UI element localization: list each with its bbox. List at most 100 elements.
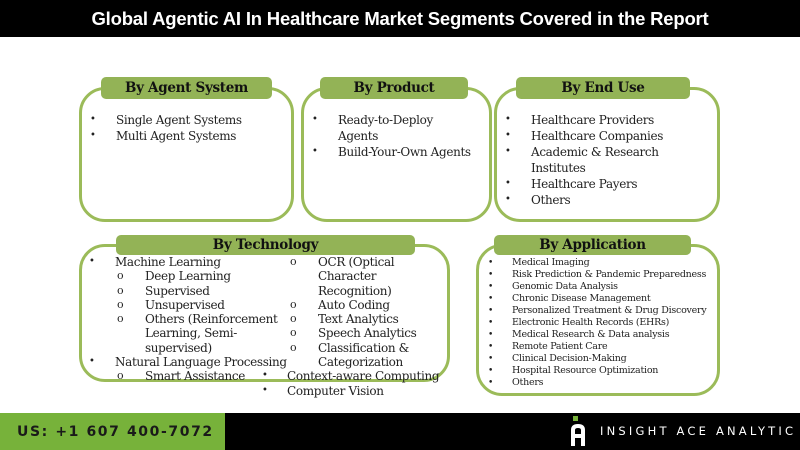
application-list: •Medical Imaging •Risk Prediction & Pand…	[488, 257, 718, 389]
bullet-icon: •	[488, 318, 494, 328]
technology-box	[79, 244, 450, 382]
application-tab: By Application	[494, 235, 691, 255]
sub-bullet-icon: o	[290, 297, 297, 311]
product-tab: By Product	[320, 77, 468, 99]
sub-list-item-continuation: Categorization	[318, 355, 403, 370]
sub-bullet-icon: o	[117, 269, 124, 283]
sub-list-item-continuation: supervised)	[145, 340, 212, 355]
application-title: By Application	[539, 237, 646, 253]
list-item: •Single Agent Systems	[90, 113, 242, 127]
list-item: •Hospital Resource Optimization	[488, 365, 659, 376]
agent-system-box	[79, 87, 294, 222]
list-item: •Genomic Data Analysis	[488, 281, 618, 292]
sub-bullet-icon: o	[117, 283, 124, 297]
bullet-icon: •	[505, 146, 511, 157]
list-item: •Academic & Research	[505, 145, 659, 159]
bullet-icon: •	[505, 114, 511, 125]
list-item: •Context-aware Computing	[262, 369, 440, 384]
bullet-icon: •	[488, 294, 494, 304]
list-item: •Medical Imaging	[488, 257, 590, 268]
end-use-title: By End Use	[561, 80, 645, 96]
sub-bullet-icon: o	[117, 369, 124, 383]
list-item: •Computer Vision	[262, 383, 384, 398]
technology-title: By Technology	[212, 237, 319, 253]
list-item-continuation: Agents	[338, 129, 379, 143]
technology-tab: By Technology	[116, 235, 415, 255]
list-item: •Machine Learning	[89, 255, 221, 269]
list-item: •Remote Patient Care	[488, 341, 608, 352]
list-item: •Electronic Health Records (EHRs)	[488, 317, 670, 328]
bullet-icon: •	[488, 378, 494, 388]
sub-list-item-continuation: Recognition)	[318, 283, 392, 298]
agent-system-title: By Agent System	[124, 80, 248, 96]
bullet-icon: •	[312, 114, 318, 125]
title-bar: Global Agentic AI In Healthcare Market S…	[0, 0, 800, 37]
list-item: •Medical Research & Data analysis	[488, 329, 670, 340]
list-item: •Healthcare Companies	[505, 129, 664, 143]
end-use-list: •Healthcare Providers •Healthcare Compan…	[505, 112, 715, 208]
sub-bullet-icon: o	[117, 312, 124, 326]
bullet-icon: •	[262, 370, 268, 382]
agent-system-list: •Single Agent Systems •Multi Agent Syste…	[90, 112, 285, 144]
product-title: By Product	[353, 80, 435, 96]
list-item: •Multi Agent Systems	[90, 129, 237, 143]
end-use-tab: By End Use	[516, 77, 690, 99]
list-item: •Natural Language Processing	[89, 355, 287, 370]
insight-ace-logo-icon	[571, 416, 585, 446]
phone-number: US: +1 607 400-7072	[17, 423, 214, 440]
list-item: •Clinical Decision-Making	[488, 353, 627, 364]
bullet-icon: •	[89, 256, 95, 267]
bullet-icon: •	[488, 282, 494, 292]
bullet-icon: •	[488, 354, 494, 364]
sub-bullet-icon: o	[117, 297, 124, 311]
list-item: •Personalized Treatment & Drug Discovery	[488, 305, 707, 316]
bullet-icon: •	[488, 270, 494, 280]
list-item: •Risk Prediction & Pandemic Preparedness	[488, 269, 707, 280]
bullet-icon: •	[488, 342, 494, 352]
list-item: •Build-Your-Own Agents	[312, 145, 471, 159]
phone-banner: US: +1 607 400-7072	[0, 413, 225, 450]
bullet-icon: •	[488, 306, 494, 316]
sub-bullet-icon: o	[290, 340, 297, 354]
list-item: •Ready-to-Deploy	[312, 113, 433, 127]
list-item: •Healthcare Providers	[505, 113, 654, 127]
end-use-box	[494, 87, 720, 222]
sub-bullet-icon: o	[290, 255, 297, 268]
brand-banner	[225, 413, 800, 450]
list-item: •Others	[488, 377, 544, 388]
list-item-continuation: Institutes	[531, 161, 586, 175]
list-item: •Others	[505, 193, 571, 207]
bullet-icon: •	[312, 146, 318, 157]
bullet-icon: •	[488, 366, 494, 376]
bullet-icon: •	[488, 330, 494, 340]
sub-list-item-continuation: Learning, Semi-	[145, 326, 237, 341]
page-title: Global Agentic AI In Healthcare Market S…	[91, 7, 709, 29]
bullet-icon: •	[505, 194, 511, 205]
sub-bullet-icon: o	[290, 312, 297, 326]
list-item: •Healthcare Payers	[505, 177, 638, 191]
bullet-icon: •	[89, 356, 95, 368]
bullet-icon: •	[262, 384, 268, 396]
bullet-icon: •	[488, 258, 494, 268]
bullet-icon: •	[90, 114, 96, 125]
list-item: •Chronic Disease Management	[488, 293, 651, 304]
application-box	[476, 244, 720, 396]
brand-name: INSIGHT ACE ANALYTIC	[600, 424, 797, 438]
sub-bullet-icon: o	[290, 326, 297, 340]
product-list: •Ready-to-Deploy Agents •Build-Your-Own …	[312, 112, 490, 160]
agent-system-tab: By Agent System	[101, 77, 272, 99]
bullet-icon: •	[90, 130, 96, 141]
bullet-icon: •	[505, 130, 511, 141]
